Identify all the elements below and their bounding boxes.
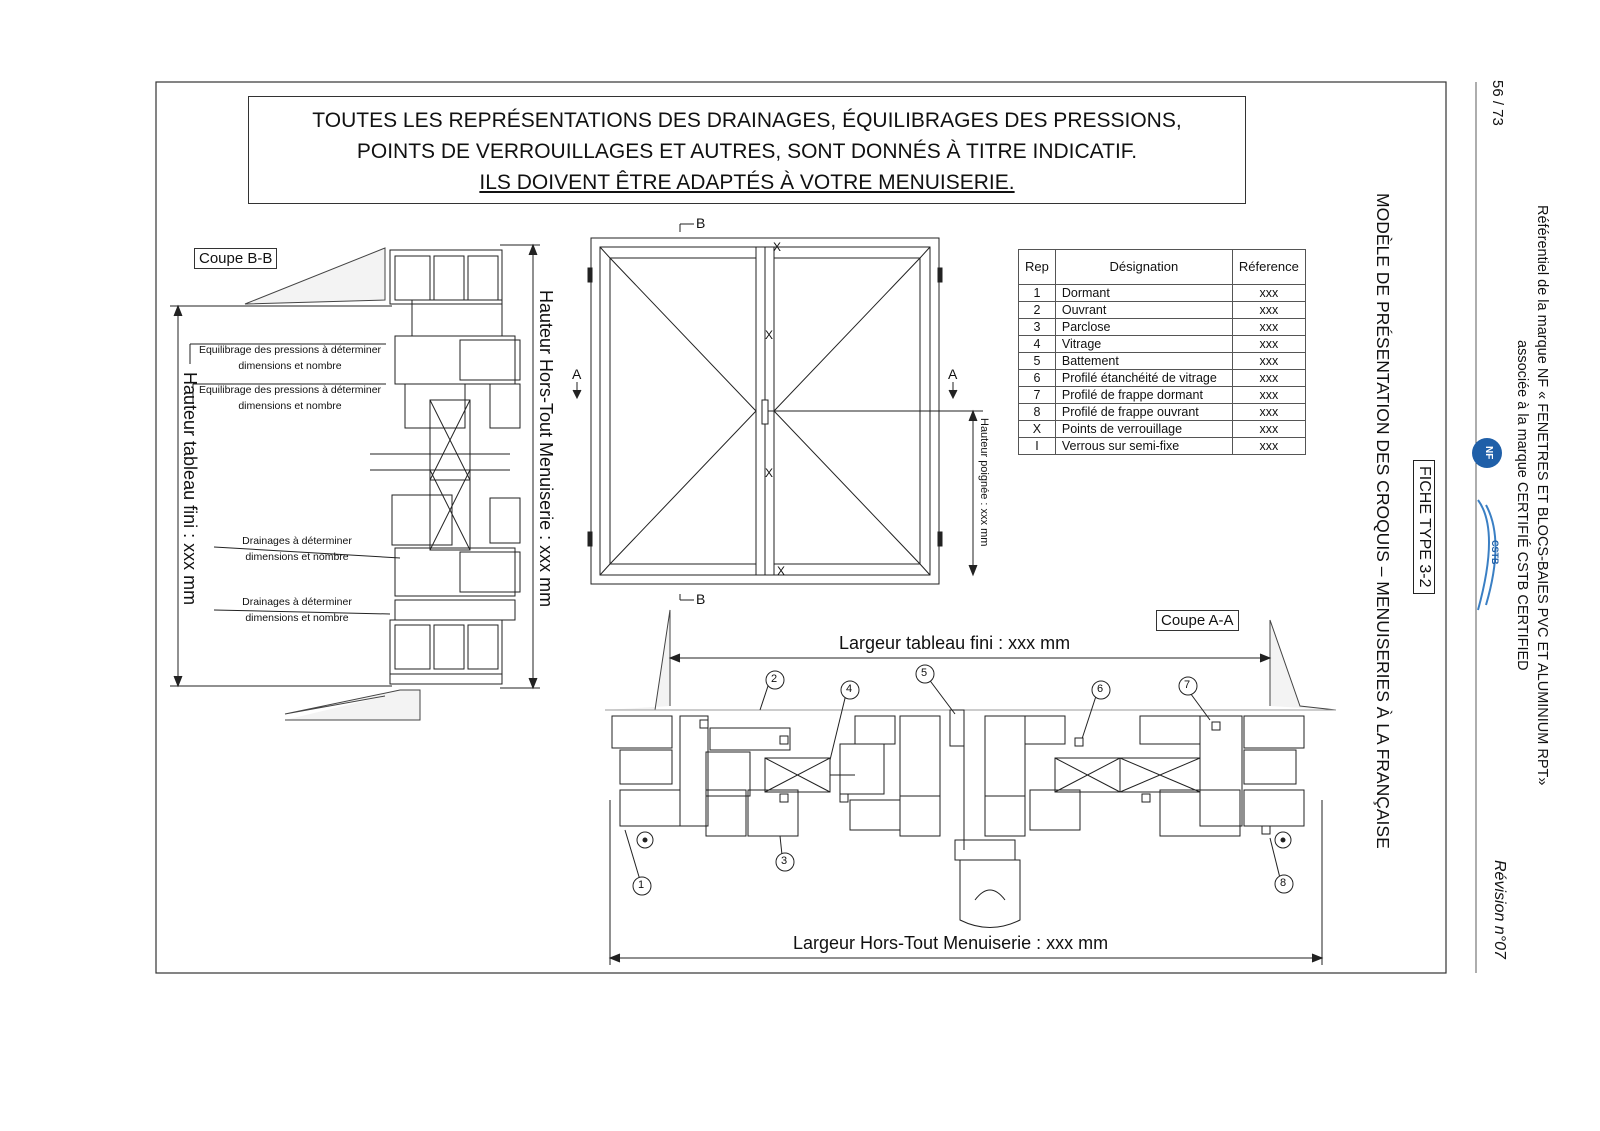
coupe-aa-callouts bbox=[632, 664, 1294, 896]
callout-6-label: 6 bbox=[1097, 683, 1104, 695]
window-elevation bbox=[572, 223, 983, 601]
callout-7 bbox=[1178, 676, 1198, 696]
callout-8-label: 8 bbox=[1280, 877, 1287, 889]
callout-8 bbox=[1274, 874, 1294, 894]
disclaimer-line-1: TOUTES LES REPRÉSENTATIONS DES DRAINAGES… bbox=[312, 109, 1182, 132]
callout-2-label: 2 bbox=[771, 673, 778, 685]
coupe-bb-height-outer: Hauteur Hors-Tout Menuiserie : xxx mm bbox=[536, 290, 556, 608]
parts-table-header: Rep Désignation Réference bbox=[1018, 249, 1306, 285]
handle-height-label: Hauteur poignée : xxx mm bbox=[978, 418, 990, 547]
col-reference: Réference bbox=[1231, 249, 1306, 285]
callout-7-label: 7 bbox=[1184, 679, 1191, 691]
callout-3 bbox=[775, 852, 795, 872]
lock-point-bottom: X bbox=[777, 564, 786, 578]
lock-point-upper: X bbox=[765, 328, 774, 342]
nf-logo-text: NF bbox=[1483, 446, 1494, 460]
section-a-left: A bbox=[572, 366, 582, 382]
col-designation: Désignation bbox=[1054, 249, 1233, 285]
coupe-aa-drawing bbox=[605, 609, 1337, 965]
referentiel-line-2: associée à la marque CERTIFIÉ CSTB CERTI… bbox=[1514, 340, 1530, 671]
callout-3-label: 3 bbox=[781, 855, 788, 867]
coupe-aa-title: Coupe A-A bbox=[1156, 610, 1239, 631]
section-b-bottom: B bbox=[696, 591, 706, 607]
width-outer-label: Largeur Hors-Tout Menuiserie : xxx mm bbox=[790, 933, 1112, 954]
callout-4-label: 4 bbox=[846, 683, 853, 695]
cstb-logo-text: CSTB bbox=[1490, 540, 1500, 565]
referentiel-line-1: Référentiel de la marque NF « FENETRES E… bbox=[1534, 205, 1550, 786]
callout-5-label: 5 bbox=[921, 667, 928, 679]
callout-4 bbox=[840, 680, 860, 700]
fiche-type-label: FICHE TYPE 3-2 bbox=[1413, 460, 1435, 594]
coupe-bb-title: Coupe B-B bbox=[194, 248, 278, 269]
section-b-top: B bbox=[696, 215, 706, 231]
callout-1-label: 1 bbox=[638, 879, 645, 891]
disclaimer-line-3: ILS DOIVENT ÊTRE ADAPTÉS À VOTRE MENUISE… bbox=[479, 171, 1015, 194]
cstb-logo bbox=[1477, 499, 1497, 611]
nf-logo bbox=[1472, 438, 1502, 468]
callout-5 bbox=[915, 664, 935, 684]
sheet-border bbox=[155, 81, 1447, 974]
width-inner-label: Largeur tableau fini : xxx mm bbox=[836, 633, 1074, 654]
callout-6 bbox=[1091, 680, 1111, 700]
lock-point-top: X bbox=[773, 240, 782, 254]
callout-1 bbox=[632, 876, 652, 896]
section-a-right: A bbox=[948, 366, 958, 382]
model-title: MODÈLE DE PRÉSENTATION DES CROQUIS – MEN… bbox=[1373, 193, 1393, 849]
revision-label: Révision n°07 bbox=[1491, 860, 1508, 959]
lock-point-lower: X bbox=[765, 466, 774, 480]
col-rep: Rep bbox=[1018, 249, 1056, 285]
callout-2 bbox=[765, 670, 785, 690]
disclaimer-line-2: POINTS DE VERROUILLAGES ET AUTRES, SONT … bbox=[356, 140, 1138, 163]
page-number: 56 / 73 bbox=[1489, 80, 1506, 126]
coupe-bb-drawing bbox=[170, 243, 540, 721]
disclaimer-box: TOUTES LES REPRÉSENTATIONS DES DRAINAGES… bbox=[248, 96, 1246, 204]
